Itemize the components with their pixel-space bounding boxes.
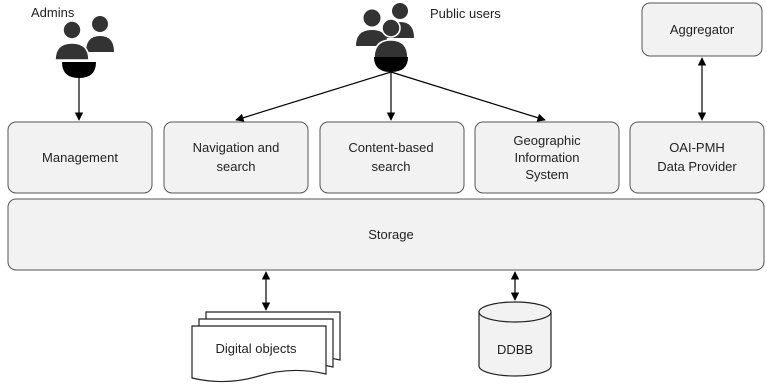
document-stack-icon [191,311,341,383]
oai-label-line-2: Data Provider [657,159,737,174]
management-label: Management [42,150,118,165]
content-based-search-box [319,121,465,194]
public-users-icon [356,3,414,72]
management-box [7,121,153,194]
admins-icon [54,16,114,78]
gis-label-line-1: Geographic [513,133,581,148]
aggregator-label: Aggregator [670,22,735,37]
database-icon [478,301,552,377]
admins-label: Admins [31,5,75,20]
aggregator-box [641,2,763,57]
content-label-line-1: Content-based [348,140,433,155]
gis-box [474,121,620,194]
users-to-gis-arrow [390,71,546,122]
digital-objects-label: Digital objects [216,341,297,356]
gis-label-line-2: Information [514,150,579,165]
content-label-line-2: search [371,159,410,174]
users-to-navigation-arrow [235,71,392,122]
ddbb-label: DDBB [497,342,533,357]
public-users-label: Public users [430,6,501,21]
storage-label: Storage [368,227,414,242]
navigation-search-box [163,121,309,194]
navigation-label-line-2: search [216,159,255,174]
oai-pmh-box [629,121,765,194]
gis-label-line-3: System [525,167,568,182]
storage-box [7,198,765,271]
navigation-label-line-1: Navigation and [193,140,280,155]
oai-label-line-1: OAI-PMH [669,140,725,155]
